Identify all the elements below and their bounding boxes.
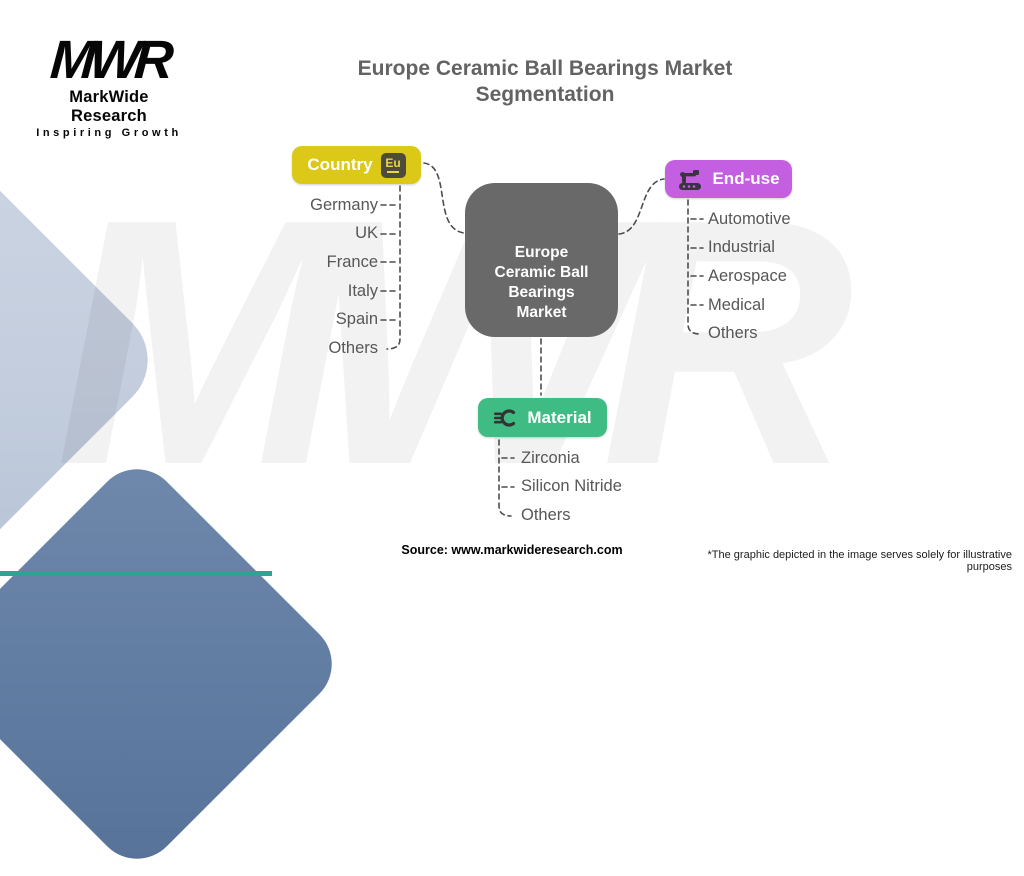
list-item: Germany — [310, 195, 378, 214]
list-item: Italy — [347, 281, 378, 300]
country-badge-label: Country — [307, 155, 373, 174]
country-badge: Country Eu — [292, 146, 421, 184]
disclaimer-text: *The graphic depicted in the image serve… — [707, 549, 1012, 573]
list-item: Medical — [708, 295, 765, 314]
material-badge-label: Material — [527, 407, 592, 427]
list-item: UK — [355, 224, 378, 243]
markwide-logo: MWR MarkWide Research Inspiring Growth — [33, 30, 185, 139]
page-title-line1: Europe Ceramic Ball Bearings Market — [357, 57, 733, 80]
list-item: France — [326, 252, 378, 271]
logo-tagline: Inspiring Growth — [36, 127, 182, 139]
robot-arm-icon — [679, 169, 702, 190]
list-item: Zirconia — [521, 448, 580, 467]
list-item: Others — [708, 324, 758, 343]
page-title-line2: Segmentation — [475, 83, 615, 106]
page-title: Europe Ceramic Ball Bearings Market Segm… — [330, 56, 760, 108]
end-use-badge-label: End-use — [712, 169, 780, 188]
eu-element-icon: Eu — [380, 152, 406, 178]
logo-acronym: MWR — [48, 30, 170, 90]
mwr-watermark: MWR — [55, 147, 854, 538]
logo-name: MarkWide Research — [69, 88, 149, 125]
source-text: Source: www.markwideresearch.com — [401, 543, 623, 557]
list-item: Aerospace — [708, 266, 787, 285]
list-item: Bearings — [508, 284, 575, 301]
list-item: Europe — [514, 244, 569, 261]
list-item: Others — [328, 338, 378, 357]
list-item: Spain — [335, 310, 378, 329]
list-item: Others — [521, 505, 571, 524]
material-badge: Material — [478, 398, 607, 437]
list-item: Market — [516, 304, 567, 321]
eu-element-symbol: Eu — [385, 156, 401, 170]
list-item: Industrial — [708, 238, 775, 257]
list-item: Ceramic Ball — [494, 264, 589, 281]
list-item: Silicon Nitride — [521, 477, 622, 496]
decor-teal-strip — [0, 571, 272, 576]
end-use-badge: End-use — [665, 160, 792, 198]
list-item: Automotive — [708, 209, 791, 228]
material-icon — [494, 408, 516, 427]
